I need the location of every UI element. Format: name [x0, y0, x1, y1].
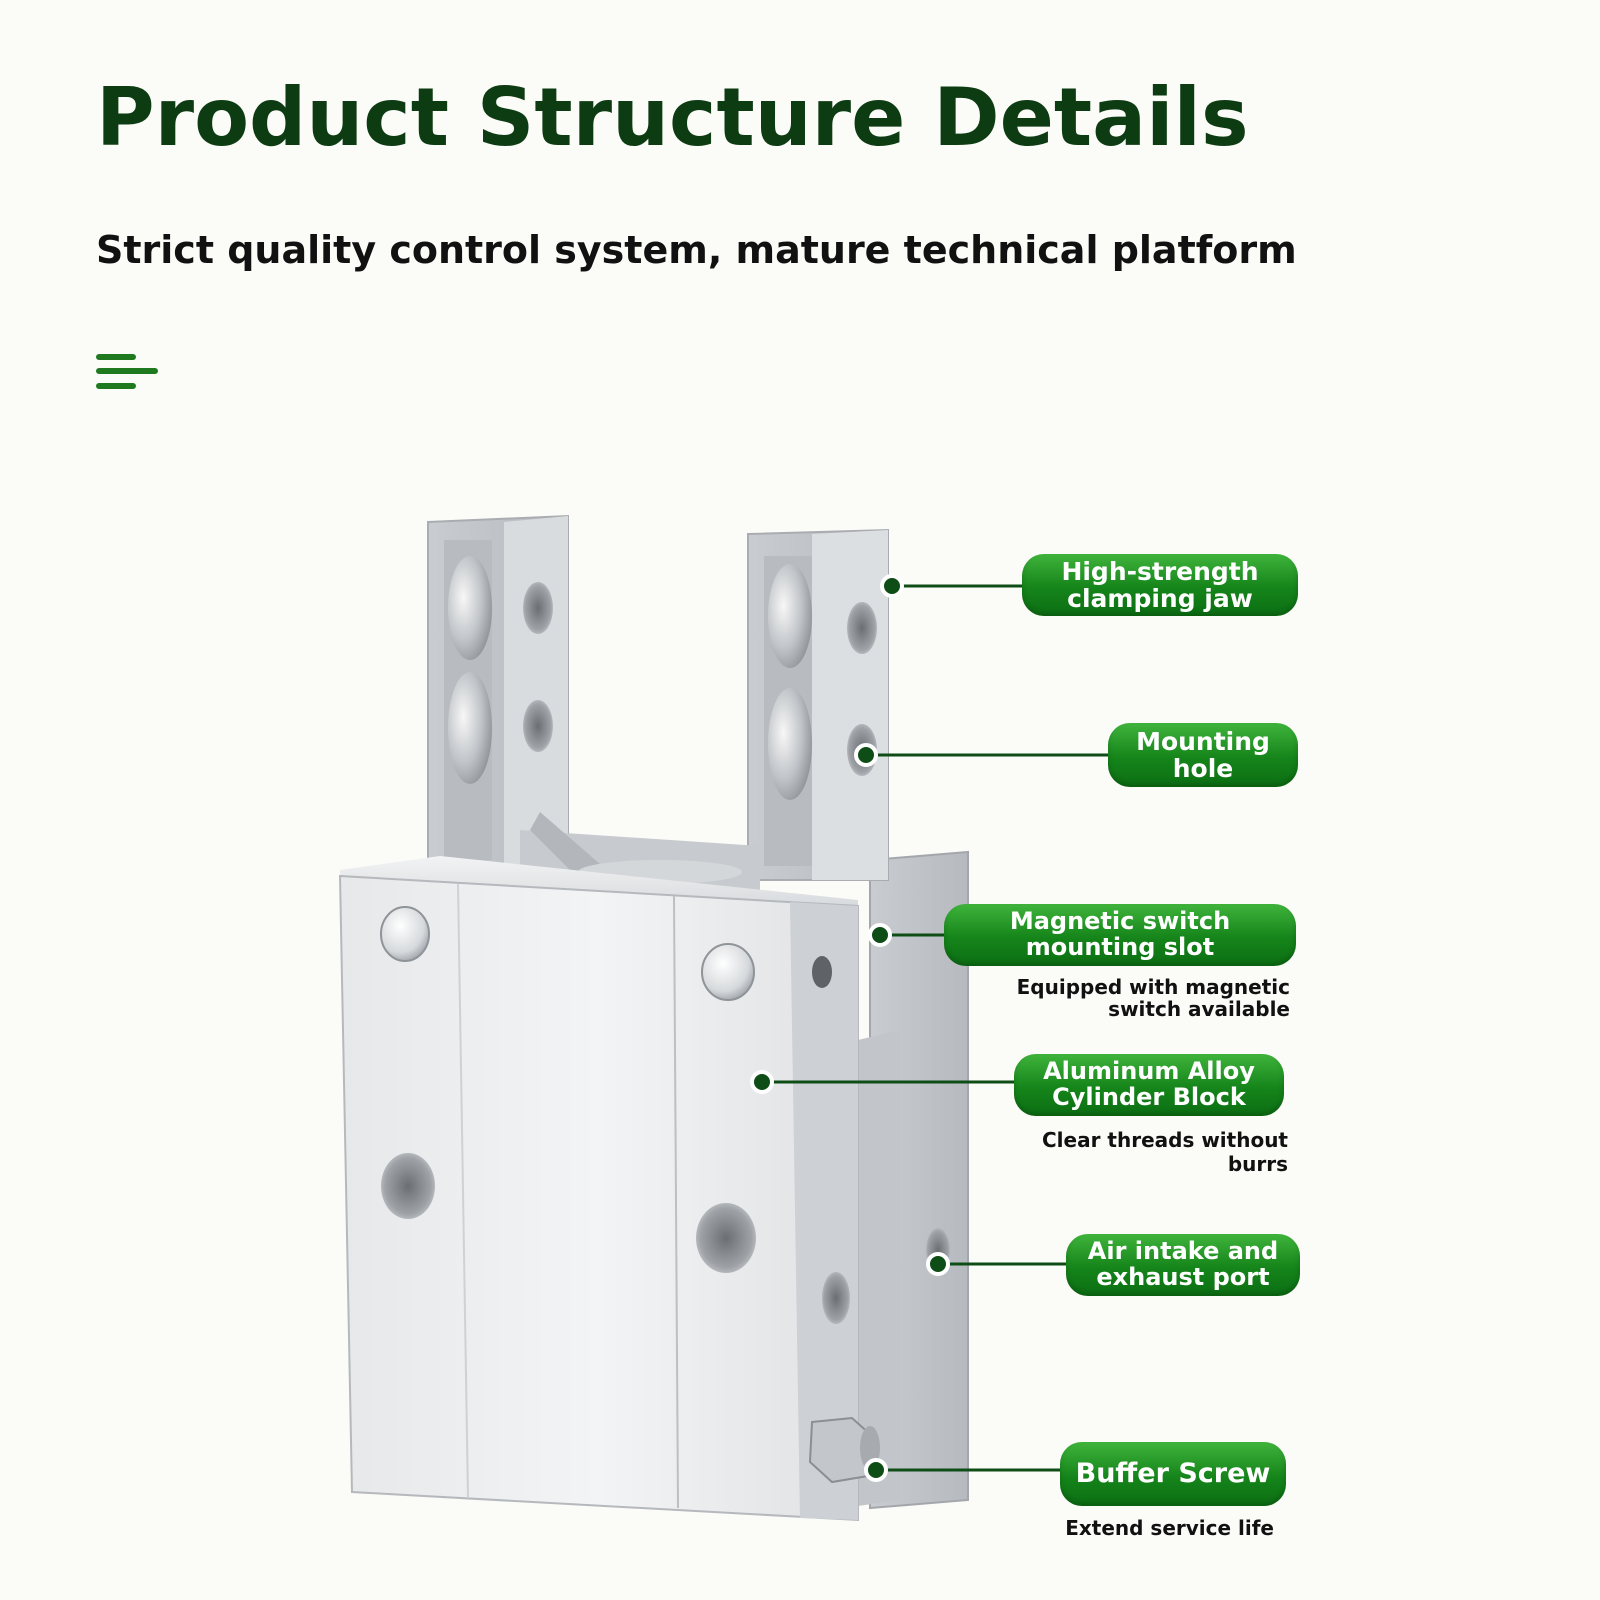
callout-buffer-screw: Buffer Screw: [1060, 1442, 1286, 1506]
callout-dot: [868, 923, 892, 947]
menu-lines-icon[interactable]: [96, 354, 160, 394]
note-buffer-screw: Extend service life: [1065, 1516, 1274, 1540]
page-title: Product Structure Details: [96, 71, 1249, 164]
note-cylinder-block: Clear threads without burrs: [1042, 1128, 1288, 1176]
callout-clamping-jaw: High-strength clamping jaw: [1022, 554, 1298, 616]
callout-dot: [880, 574, 904, 598]
callout-mounting-hole: Mounting hole: [1108, 723, 1298, 787]
callout-dot: [854, 743, 878, 767]
callout-dot: [864, 1458, 888, 1482]
page-subtitle: Strict quality control system, mature te…: [96, 228, 1297, 272]
callout-cylinder-block: Aluminum Alloy Cylinder Block: [1014, 1054, 1284, 1116]
callout-dot: [926, 1252, 950, 1276]
note-magnetic-switch: Equipped with magnetic switch available: [1016, 975, 1290, 1021]
callout-air-port: Air intake and exhaust port: [1066, 1234, 1300, 1296]
callout-dot: [750, 1070, 774, 1094]
callout-magnetic-switch-slot: Magnetic switch mounting slot: [944, 904, 1296, 966]
